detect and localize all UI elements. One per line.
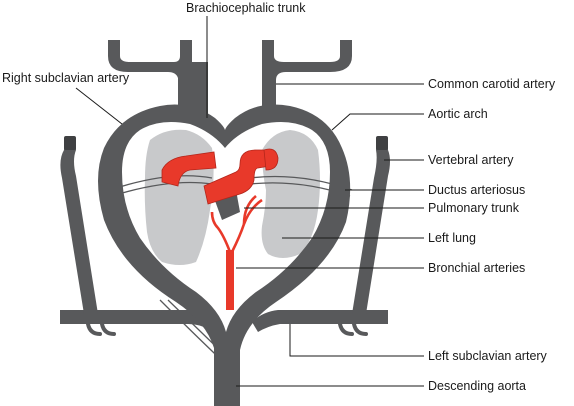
label-right-subclavian-artery: Right subclavian artery: [2, 71, 130, 85]
labels: Brachiocephalic trunk Right subclavian a…: [2, 1, 556, 393]
label-left-lung: Left lung: [428, 231, 476, 245]
left-vertebral-artery: [60, 138, 98, 314]
label-brachiocephalic-trunk: Brachiocephalic trunk: [186, 1, 306, 15]
left-pulmonary-cap: [263, 148, 279, 171]
branch-hooks: [86, 322, 368, 336]
top-vessels: [108, 40, 352, 118]
vertebral-caps: [64, 136, 388, 150]
bronchial-artery-trunk: [226, 250, 234, 310]
label-aortic-arch: Aortic arch: [428, 107, 488, 121]
right-lung: [144, 129, 214, 265]
right-vertebral-artery: [352, 138, 390, 314]
thin-vessel-left-arc-2: [111, 181, 213, 197]
label-left-subclavian-artery: Left subclavian artery: [428, 349, 548, 363]
label-common-carotid-artery: Common carotid artery: [428, 77, 556, 91]
right-subclavian-stub: [108, 40, 192, 118]
label-vertebral-artery: Vertebral artery: [428, 153, 514, 167]
label-descending-aorta: Descending aorta: [428, 379, 526, 393]
aorta-heart-shape: [98, 104, 351, 406]
bronchial-left-branch: [210, 211, 232, 253]
label-ductus-arteriosus: Ductus arteriosus: [428, 183, 525, 197]
pulmonary-vessels: [161, 148, 279, 310]
common-carotid-stub: [262, 40, 352, 118]
label-pulmonary-trunk: Pulmonary trunk: [428, 201, 520, 215]
left-horizontal-branch: [60, 310, 215, 330]
right-horizontal-branch: [252, 310, 388, 332]
leader-lines: [75, 16, 424, 387]
brachiocephalic-trunk-vessel: [190, 62, 208, 118]
side-branches: [60, 138, 390, 332]
label-bronchial-arteries: Bronchial arteries: [428, 261, 525, 275]
right-pulmonary-artery: [161, 151, 217, 187]
